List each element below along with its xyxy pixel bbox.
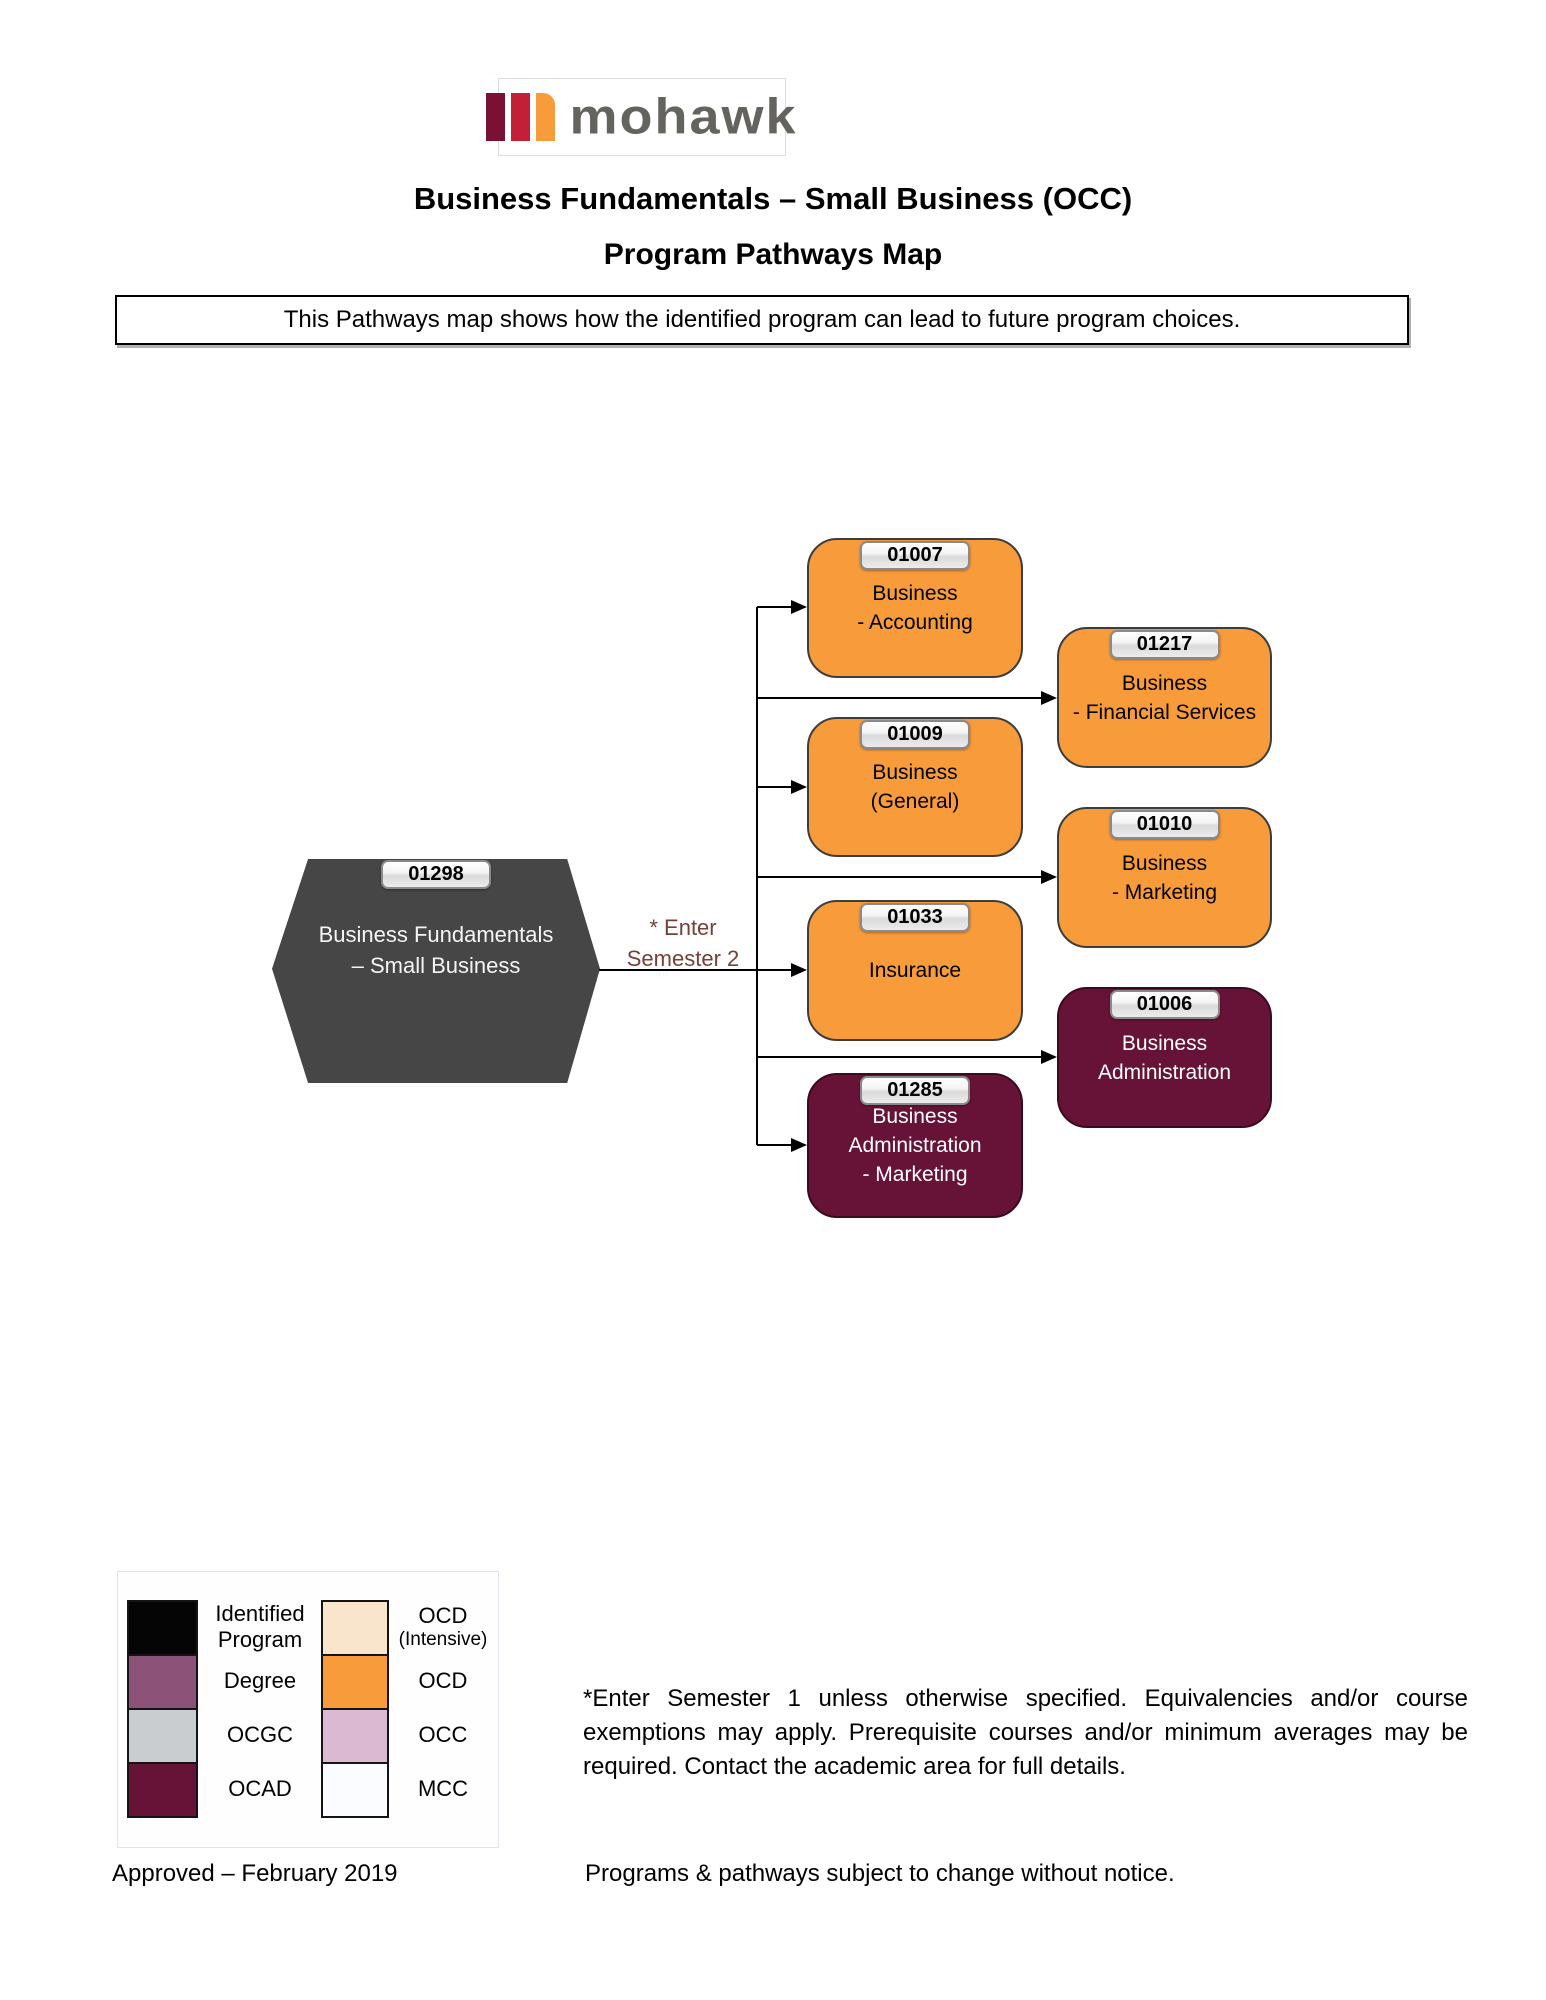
legend-label-ocd-intensive-main: OCD bbox=[418, 1603, 468, 1628]
node-business-administration: 01006 Business Administration bbox=[1057, 987, 1272, 1128]
node-label-line: Business bbox=[872, 1105, 958, 1128]
legend-swatch-occ bbox=[321, 1708, 389, 1764]
node-label: Business Administration bbox=[1098, 1029, 1231, 1087]
mohawk-logo: mohawk bbox=[486, 78, 796, 156]
legend-swatch-mcc bbox=[321, 1762, 389, 1818]
legend-label-occ: OCC bbox=[418, 1722, 468, 1747]
node-label: Business (General) bbox=[871, 758, 960, 816]
node-label-line: - Marketing bbox=[1111, 880, 1218, 904]
legend-label-ocgc: OCGC bbox=[227, 1722, 293, 1747]
legend-label-ocd-intensive: OCD (Intensive) bbox=[395, 1600, 491, 1654]
approved-date: Approved – February 2019 bbox=[112, 1860, 398, 1887]
enter-semester-line2: Semester 2 bbox=[626, 946, 740, 971]
legend-swatches-right bbox=[321, 1600, 389, 1818]
node-business-general: 01009 Business (General) bbox=[807, 717, 1023, 857]
legend-swatch-identified-program bbox=[127, 1600, 198, 1656]
footnote-text: *Enter Semester 1 unless otherwise speci… bbox=[583, 1685, 1468, 1780]
node-code-badge: 01285 bbox=[860, 1076, 970, 1105]
legend-label-identified-program: Identified Program bbox=[215, 1601, 305, 1652]
node-business-administration-marketing: 01285 Business Administration - Marketin… bbox=[807, 1073, 1023, 1218]
legend-column-right: OCD (Intensive) OCD OCC MCC bbox=[321, 1600, 491, 1818]
node-label-line: Business bbox=[1121, 851, 1208, 875]
node-label-line: - Accounting bbox=[857, 611, 973, 634]
legend-swatches-left bbox=[127, 1600, 198, 1818]
node-label-line: Insurance bbox=[868, 959, 962, 982]
node-code-badge: 01033 bbox=[860, 903, 970, 932]
node-label: Business - Accounting bbox=[857, 579, 973, 637]
node-code-badge: 01009 bbox=[860, 720, 970, 749]
logo-bar-red bbox=[511, 93, 531, 141]
node-label-line: (General) bbox=[870, 790, 960, 813]
node-label-line: Business bbox=[872, 761, 958, 784]
page-subtitle: Program Pathways Map bbox=[603, 238, 943, 271]
legend-labels-right: OCD (Intensive) OCD OCC MCC bbox=[395, 1600, 491, 1818]
node-label-line: Business bbox=[1121, 1031, 1208, 1055]
node-label: Insurance bbox=[869, 956, 961, 985]
mohawk-wordmark: mohawk bbox=[569, 89, 798, 145]
legend-swatch-ocad bbox=[127, 1762, 198, 1818]
source-program-code-badge: 01298 bbox=[381, 860, 491, 889]
logo-bar-orange bbox=[536, 93, 556, 141]
intro-banner: This Pathways map shows how the identifi… bbox=[115, 295, 1409, 345]
node-code-badge: 01217 bbox=[1109, 630, 1220, 659]
node-label-line: Administration bbox=[848, 1134, 982, 1157]
source-program-hexagon bbox=[272, 859, 600, 1083]
legend-swatch-ocgc bbox=[127, 1708, 198, 1764]
node-business-accounting: 01007 Business - Accounting bbox=[807, 538, 1023, 678]
mohawk-logo-bars-icon bbox=[486, 93, 556, 141]
enter-semester-line1: * Enter bbox=[649, 915, 717, 940]
legend-swatch-ocd-intensive bbox=[321, 1600, 389, 1656]
legend-swatch-degree bbox=[127, 1654, 198, 1710]
intro-banner-text: This Pathways map shows how the identifi… bbox=[283, 306, 1241, 333]
node-business-financial-services: 01217 Business - Financial Services bbox=[1057, 627, 1272, 768]
legend-label-mcc: MCC bbox=[417, 1776, 469, 1801]
legend-label-degree: Degree bbox=[223, 1668, 297, 1693]
node-business-marketing: 01010 Business - Marketing bbox=[1057, 807, 1272, 948]
node-label-line: - Marketing bbox=[862, 1163, 968, 1186]
node-code-badge: 01006 bbox=[1109, 990, 1220, 1019]
logo-bar-maroon bbox=[486, 93, 506, 141]
node-label: Business - Marketing bbox=[1112, 849, 1217, 907]
node-insurance: 01033 Insurance bbox=[807, 900, 1023, 1041]
legend-column-left: Identified Program Degree OCGC OCAD bbox=[127, 1600, 316, 1818]
node-label-line: Business bbox=[1121, 671, 1208, 695]
source-program-node: 01298 Business Fundamentals – Small Busi… bbox=[272, 859, 600, 1083]
legend-label-ocd: OCD bbox=[418, 1668, 468, 1693]
node-code-badge: 01010 bbox=[1109, 810, 1220, 839]
enter-semester-label: * Enter Semester 2 bbox=[612, 912, 754, 974]
node-label-line: Administration bbox=[1097, 1060, 1232, 1084]
legend-labels-left: Identified Program Degree OCGC OCAD bbox=[204, 1600, 316, 1818]
node-label: Business - Financial Services bbox=[1073, 669, 1256, 727]
legend-label-ocd-intensive-sub: (Intensive) bbox=[398, 1629, 488, 1650]
page-title: Business Fundamentals – Small Business (… bbox=[413, 181, 1133, 216]
node-label-line: - Financial Services bbox=[1072, 700, 1257, 724]
node-label-line: Business bbox=[872, 582, 958, 605]
source-program-label: Business Fundamentals – Small Business bbox=[318, 922, 554, 978]
change-notice: Programs & pathways subject to change wi… bbox=[585, 1860, 1175, 1887]
node-label: Business Administration - Marketing bbox=[848, 1102, 981, 1189]
node-code-badge: 01007 bbox=[860, 541, 970, 570]
legend: Identified Program Degree OCGC OCAD OCD … bbox=[117, 1571, 499, 1848]
legend-swatch-ocd bbox=[321, 1654, 389, 1710]
legend-label-ocad: OCAD bbox=[228, 1776, 292, 1801]
